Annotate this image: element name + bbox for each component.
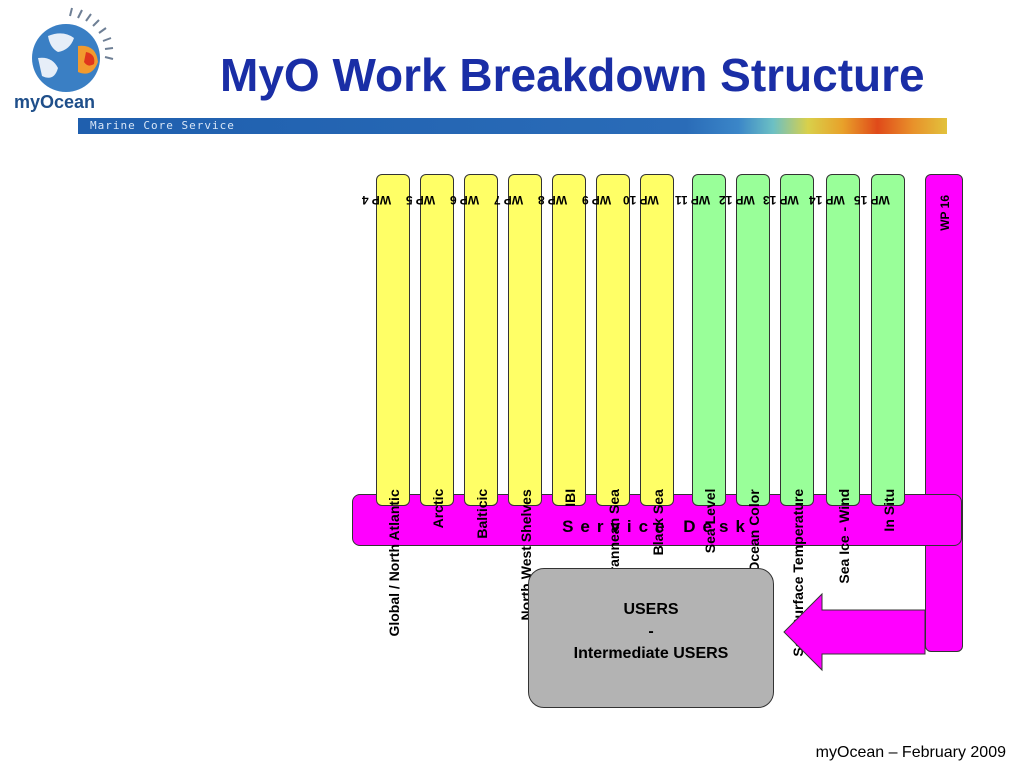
- wp-name: Sea Ice - Wind: [836, 489, 852, 584]
- wp-code: WP 13: [763, 193, 799, 207]
- users-box: USERS - Intermediate USERS: [528, 568, 774, 708]
- wp-code: WP 12: [719, 193, 755, 207]
- users-line3: Intermediate USERS: [573, 645, 729, 662]
- wp-column: WP 14 Sea Ice - Wind: [809, 174, 860, 584]
- wp-code: WP 9: [582, 193, 612, 207]
- wp-name: Ocean Color: [746, 489, 762, 573]
- wp-column: WP 8 IBI: [538, 174, 586, 507]
- arrow-left-icon: [783, 592, 926, 672]
- footer-text: myOcean – February 2009: [815, 744, 1006, 761]
- wp-name: In Situ: [881, 489, 897, 532]
- users-line1: USERS: [623, 601, 679, 618]
- wp-name: Balticic: [474, 489, 490, 539]
- wp-name: Arctic: [430, 489, 446, 529]
- wp-column: WP 10 Black Sea: [623, 174, 674, 555]
- wp-code: WP 6: [450, 193, 480, 207]
- users-line2: -: [648, 623, 654, 640]
- wp-column: WP 5 Arctic: [406, 174, 454, 529]
- banner-text: Marine Core Service: [90, 119, 235, 132]
- wp-code: WP 5: [406, 193, 436, 207]
- wp-name: Sea Level: [702, 489, 718, 554]
- myocean-logo: myOcean: [8, 6, 118, 116]
- wp-name: IBI: [562, 489, 578, 507]
- service-desk-bar: Service Desk: [352, 494, 962, 546]
- page-title: MyO Work Breakdown Structure: [220, 49, 925, 101]
- wp-code: WP 8: [538, 193, 568, 207]
- globe-logo-icon: myOcean: [14, 7, 114, 112]
- wp-column: WP 6 Balticic: [450, 174, 498, 539]
- wp16-bar: WP 16: [925, 174, 963, 652]
- wp-column: WP 12 Ocean Color: [719, 174, 770, 572]
- wp-code: WP 11: [675, 193, 711, 207]
- wp-code: WP 10: [623, 193, 659, 207]
- wp-code: WP 7: [494, 193, 524, 207]
- wp-column: WP 4 Global / North Atlantic: [362, 174, 410, 636]
- banner-strip: Marine Core Service: [78, 118, 947, 134]
- wp-name: Black Sea: [650, 489, 666, 556]
- wp-code: WP 15: [854, 193, 890, 207]
- wp-code: WP 14: [809, 193, 845, 207]
- logo-text: myOcean: [14, 92, 95, 112]
- wp-column: WP 11 Sea Level: [675, 174, 726, 554]
- wp-code: WP 4: [362, 193, 392, 207]
- wp16-code: WP 16: [938, 195, 952, 231]
- wp-name: Global / North Atlantic: [386, 489, 402, 637]
- wp-column: WP 15 In Situ: [854, 174, 905, 532]
- service-desk-label: Service Desk: [562, 517, 752, 536]
